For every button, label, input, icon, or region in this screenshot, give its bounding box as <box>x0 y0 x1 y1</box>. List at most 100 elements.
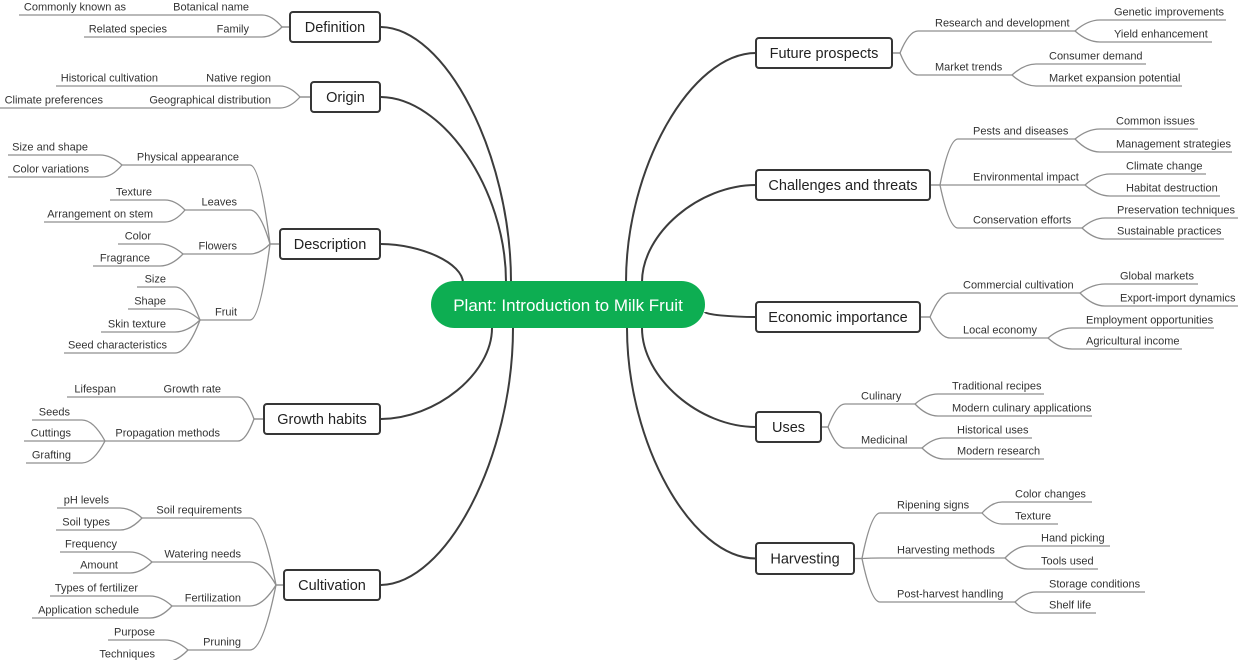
leaf-topic-label[interactable]: Employment opportunities <box>1086 315 1214 327</box>
subtopic-label[interactable]: Leaves <box>202 197 238 209</box>
subtopic-label[interactable]: Soil requirements <box>156 505 242 517</box>
leaf-topic-label[interactable]: Application schedule <box>38 605 139 617</box>
topic-box[interactable] <box>755 542 855 575</box>
topic-label[interactable]: Economic importance <box>768 310 907 326</box>
topic-label[interactable]: Harvesting <box>770 552 839 568</box>
leaf-topic-label[interactable]: Techniques <box>99 649 155 660</box>
subtopic-label[interactable]: Watering needs <box>164 549 241 561</box>
subtopic-label[interactable]: Fertilization <box>185 593 241 605</box>
subtopic-label[interactable]: Harvesting methods <box>897 545 995 557</box>
subtopic-label[interactable]: Local economy <box>963 325 1037 337</box>
leaf-topic-label[interactable]: Genetic improvements <box>1114 7 1225 19</box>
leaf-topic-label[interactable]: Lifespan <box>74 384 116 396</box>
topic-label[interactable]: Definition <box>305 20 365 36</box>
topic-node[interactable]: Cultivation <box>283 569 381 601</box>
topic-box[interactable] <box>755 169 931 201</box>
subtopic-label[interactable]: Environmental impact <box>973 172 1079 184</box>
leaf-topic-label[interactable]: Consumer demand <box>1049 51 1143 63</box>
topic-node[interactable]: Origin <box>310 81 381 113</box>
topic-box[interactable] <box>289 11 381 43</box>
subtopic-label[interactable]: Pests and diseases <box>973 126 1069 138</box>
subtopic-label[interactable]: Botanical name <box>173 2 249 14</box>
leaf-topic-label[interactable]: Storage conditions <box>1049 579 1141 591</box>
subtopic-label[interactable]: Research and development <box>935 18 1070 30</box>
leaf-topic-label[interactable]: Historical uses <box>957 425 1029 437</box>
leaf-topic-label[interactable]: Color changes <box>1015 489 1086 501</box>
leaf-topic-label[interactable]: Modern culinary applications <box>952 403 1092 415</box>
topic-label[interactable]: Origin <box>326 90 365 106</box>
leaf-topic-label[interactable]: Grafting <box>32 450 71 462</box>
topic-label[interactable]: Growth habits <box>277 412 366 428</box>
leaf-topic-label[interactable]: Seeds <box>39 407 71 419</box>
leaf-topic-label[interactable]: Color variations <box>13 164 90 176</box>
topic-node[interactable]: Harvesting <box>755 542 855 575</box>
leaf-topic-label[interactable]: Commonly known as <box>24 2 127 14</box>
subtopic-label[interactable]: Physical appearance <box>137 152 239 164</box>
subtopic-label[interactable]: Flowers <box>198 241 237 253</box>
topic-node[interactable]: Uses <box>755 411 822 443</box>
topic-box[interactable] <box>283 569 381 601</box>
subtopic-label[interactable]: Ripening signs <box>897 500 970 512</box>
leaf-topic-label[interactable]: Tools used <box>1041 556 1094 568</box>
subtopic-label[interactable]: Family <box>217 24 250 36</box>
subtopic-label[interactable]: Culinary <box>861 391 902 403</box>
leaf-topic-label[interactable]: Yield enhancement <box>1114 29 1208 41</box>
subtopic-label[interactable]: Medicinal <box>861 435 907 447</box>
leaf-topic-label[interactable]: Habitat destruction <box>1126 183 1218 195</box>
central-topic-label[interactable]: Plant: Introduction to Milk Fruit <box>453 296 683 315</box>
leaf-topic-label[interactable]: Fragrance <box>100 253 150 265</box>
topic-label[interactable]: Description <box>294 237 367 253</box>
subtopic-label[interactable]: Native region <box>206 73 271 85</box>
leaf-topic-label[interactable]: Global markets <box>1120 271 1194 283</box>
leaf-topic-label[interactable]: Cuttings <box>31 428 72 440</box>
topic-label[interactable]: Cultivation <box>298 578 366 594</box>
leaf-topic-label[interactable]: Preservation techniques <box>1117 205 1236 217</box>
leaf-topic-label[interactable]: Skin texture <box>108 319 166 331</box>
leaf-topic-label[interactable]: Climate change <box>1126 161 1202 173</box>
subtopic-label[interactable]: Conservation efforts <box>973 215 1072 227</box>
topic-node[interactable]: Definition <box>289 11 381 43</box>
leaf-topic-label[interactable]: Agricultural income <box>1086 336 1180 348</box>
central-topic-shape[interactable] <box>431 281 705 328</box>
leaf-topic-label[interactable]: Traditional recipes <box>952 381 1042 393</box>
leaf-topic-label[interactable]: Common issues <box>1116 116 1195 128</box>
subtopic-label[interactable]: Growth rate <box>164 384 221 396</box>
leaf-topic-label[interactable]: Texture <box>1015 511 1051 523</box>
leaf-topic-label[interactable]: Related species <box>89 24 168 36</box>
leaf-topic-label[interactable]: Size and shape <box>12 142 88 154</box>
topic-node[interactable]: Growth habits <box>263 403 381 435</box>
leaf-topic-label[interactable]: Seed characteristics <box>68 340 168 352</box>
subtopic-label[interactable]: Pruning <box>203 637 241 649</box>
topic-node[interactable]: Challenges and threats <box>755 169 931 201</box>
topic-node[interactable]: Future prospects <box>755 37 893 69</box>
topic-box[interactable] <box>279 228 381 260</box>
leaf-topic-label[interactable]: Amount <box>80 560 118 572</box>
topic-node[interactable]: Description <box>279 228 381 260</box>
topic-box[interactable] <box>263 403 381 435</box>
leaf-topic-label[interactable]: Shape <box>134 296 166 308</box>
subtopic-label[interactable]: Propagation methods <box>115 428 220 440</box>
leaf-topic-label[interactable]: Sustainable practices <box>1117 226 1222 238</box>
leaf-topic-label[interactable]: Historical cultivation <box>61 73 158 85</box>
leaf-topic-label[interactable]: Export-import dynamics <box>1120 293 1236 305</box>
central-topic-node[interactable]: Plant: Introduction to Milk Fruit <box>431 281 705 328</box>
leaf-topic-label[interactable]: Types of fertilizer <box>55 583 138 595</box>
topic-label[interactable]: Uses <box>772 420 805 436</box>
leaf-topic-label[interactable]: Management strategies <box>1116 139 1231 151</box>
leaf-topic-label[interactable]: Hand picking <box>1041 533 1105 545</box>
leaf-topic-label[interactable]: Climate preferences <box>5 95 104 107</box>
leaf-topic-label[interactable]: Market expansion potential <box>1049 73 1180 85</box>
leaf-topic-label[interactable]: pH levels <box>64 495 110 507</box>
leaf-topic-label[interactable]: Texture <box>116 187 152 199</box>
topic-box[interactable] <box>755 301 921 333</box>
subtopic-label[interactable]: Geographical distribution <box>149 95 271 107</box>
leaf-topic-label[interactable]: Arrangement on stem <box>47 209 153 221</box>
subtopic-label[interactable]: Post-harvest handling <box>897 589 1003 601</box>
leaf-topic-label[interactable]: Modern research <box>957 446 1040 458</box>
topic-box[interactable] <box>755 37 893 69</box>
topic-label[interactable]: Future prospects <box>770 46 879 62</box>
leaf-topic-label[interactable]: Soil types <box>62 517 110 529</box>
subtopic-label[interactable]: Fruit <box>215 307 237 319</box>
leaf-topic-label[interactable]: Purpose <box>114 627 155 639</box>
topic-label[interactable]: Challenges and threats <box>768 178 917 194</box>
